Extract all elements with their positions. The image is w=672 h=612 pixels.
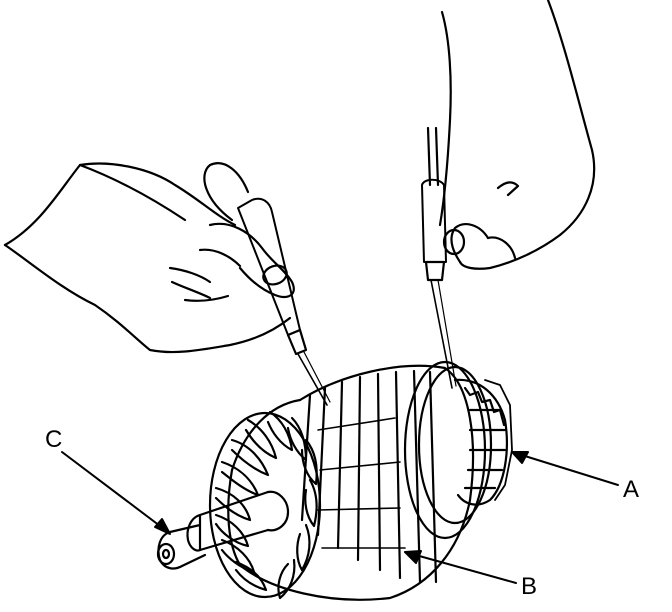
callout-line-c [61, 451, 169, 533]
right-hand [438, 0, 596, 270]
label-c: C [45, 426, 63, 453]
callout-line-a [511, 451, 619, 486]
left-probe [203, 162, 331, 406]
callout-line-b [404, 551, 517, 584]
label-a: A [623, 476, 640, 503]
label-b: B [521, 573, 538, 600]
armature-core [227, 364, 475, 601]
arrowhead-b [404, 550, 422, 564]
callout-lines [61, 451, 619, 584]
right-probe [421, 126, 457, 389]
commutator [403, 360, 513, 540]
arrowhead-c [154, 518, 171, 535]
left-hand [3, 162, 295, 354]
winding-end [208, 410, 322, 600]
arrowhead-a [511, 451, 529, 464]
shaft [156, 490, 290, 570]
